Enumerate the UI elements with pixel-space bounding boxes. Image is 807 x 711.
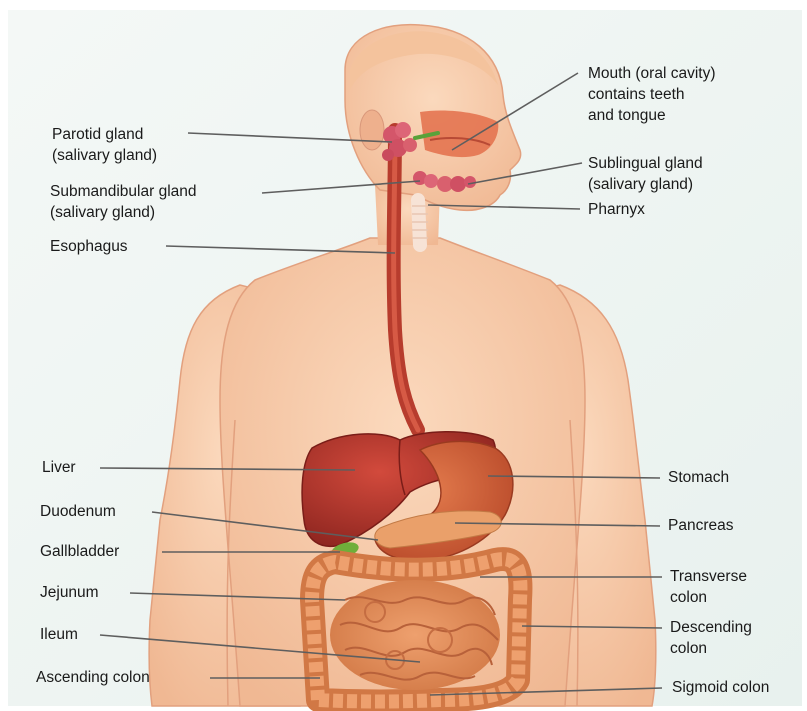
label-stomach: Stomach bbox=[668, 467, 729, 488]
label-mouth: Mouth (oral cavity) contains teeth and t… bbox=[588, 63, 715, 126]
label-pancreas: Pancreas bbox=[668, 515, 733, 536]
label-descending-colon: Descending colon bbox=[670, 617, 752, 659]
label-sigmoid-colon: Sigmoid colon bbox=[672, 677, 769, 698]
label-ileum: Ileum bbox=[40, 624, 78, 645]
label-sublingual-gland: Sublingual gland (salivary gland) bbox=[588, 153, 703, 195]
label-pharynx: Pharnyx bbox=[588, 199, 645, 220]
label-gallbladder: Gallbladder bbox=[40, 541, 119, 562]
label-liver: Liver bbox=[42, 457, 76, 478]
label-transverse-colon: Transverse colon bbox=[670, 566, 747, 608]
label-submandibular-gland: Submandibular gland (salivary gland) bbox=[50, 181, 197, 223]
label-esophagus: Esophagus bbox=[50, 236, 128, 257]
label-parotid-gland: Parotid gland (salivary gland) bbox=[52, 124, 157, 166]
small-intestine-shape bbox=[330, 580, 500, 690]
label-ascending-colon: Ascending colon bbox=[36, 667, 150, 688]
label-jejunum: Jejunum bbox=[40, 582, 99, 603]
label-duodenum: Duodenum bbox=[40, 501, 116, 522]
